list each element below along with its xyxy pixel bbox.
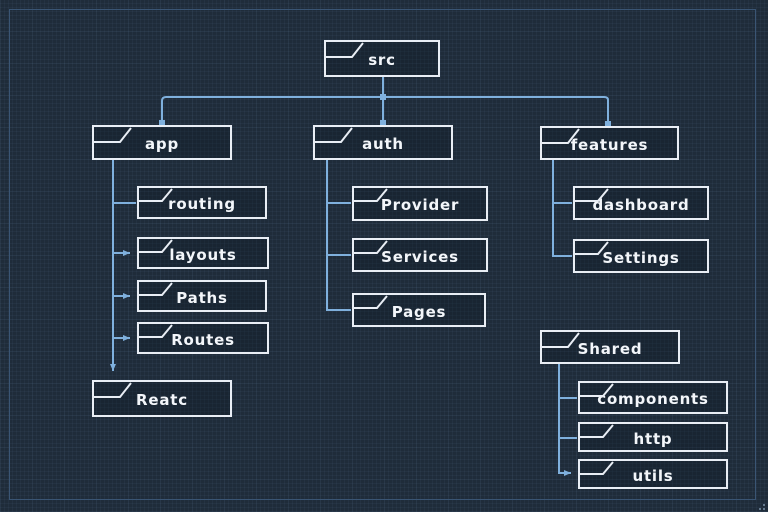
folder-label: http (633, 429, 673, 448)
folder-label: routing (168, 195, 236, 213)
folder-label: Services (381, 247, 459, 266)
folder-node-routes[interactable]: Routes (137, 322, 269, 354)
folder-node-routing[interactable]: routing (137, 186, 267, 219)
folder-node-features[interactable]: features (540, 126, 679, 160)
folder-tab-icon (315, 127, 353, 143)
folder-label: Paths (176, 288, 228, 307)
folder-tab-icon (580, 383, 614, 397)
folder-tab-icon (580, 461, 614, 475)
folder-node-dashboard[interactable]: dashboard (573, 186, 709, 220)
folder-tab-icon (542, 128, 580, 144)
folder-label: dashboard (592, 195, 690, 214)
folder-label: Provider (380, 196, 460, 214)
folder-tab-icon (354, 295, 388, 309)
folder-label: src (368, 51, 396, 69)
junction-dot (380, 94, 386, 100)
folder-node-http[interactable]: http (578, 422, 728, 452)
folder-tab-icon (139, 324, 173, 338)
folder-label: utils (632, 466, 674, 485)
folder-tab-icon (139, 188, 173, 202)
folder-node-settings[interactable]: Settings (573, 239, 709, 273)
folder-label: features (570, 135, 649, 154)
folder-label: components (597, 390, 709, 408)
folder-tab-icon (139, 239, 173, 253)
folder-tab-icon (580, 424, 614, 438)
folder-tab-icon (94, 382, 132, 398)
folder-node-app[interactable]: app (92, 125, 232, 160)
folder-tab-icon (354, 188, 388, 202)
folder-node-reatc[interactable]: Reatc (92, 380, 232, 417)
folder-tab-icon (354, 240, 388, 254)
folder-label: Settings (602, 248, 680, 267)
folder-label: Shared (577, 339, 643, 358)
folder-node-utils[interactable]: utils (578, 459, 728, 489)
folder-tab-icon (139, 282, 173, 296)
folder-node-shared[interactable]: Shared (540, 330, 680, 364)
folder-node-provider[interactable]: Provider (352, 186, 488, 221)
folder-label: auth (362, 135, 404, 153)
folder-label: layouts (169, 245, 237, 264)
folder-node-layouts[interactable]: layouts (137, 237, 269, 269)
folder-tab-icon (542, 332, 580, 348)
folder-node-components[interactable]: components (578, 381, 728, 414)
folder-node-src[interactable]: src (324, 40, 440, 77)
folder-tab-icon (575, 188, 609, 202)
folder-node-paths[interactable]: Paths (137, 280, 267, 312)
folder-label: Routes (171, 330, 235, 349)
resize-grip-icon[interactable] (756, 501, 765, 510)
folder-label: app (145, 135, 179, 153)
folder-label: Pages (391, 302, 447, 321)
folder-node-auth[interactable]: auth (313, 125, 453, 160)
folder-tab-icon (575, 241, 609, 255)
folder-tab-icon (326, 42, 364, 58)
folder-label: Reatc (136, 391, 188, 409)
folder-node-pages[interactable]: Pages (352, 293, 486, 327)
folder-tab-icon (94, 127, 132, 143)
connector-bus (161, 96, 609, 127)
folder-node-services[interactable]: Services (352, 238, 488, 272)
